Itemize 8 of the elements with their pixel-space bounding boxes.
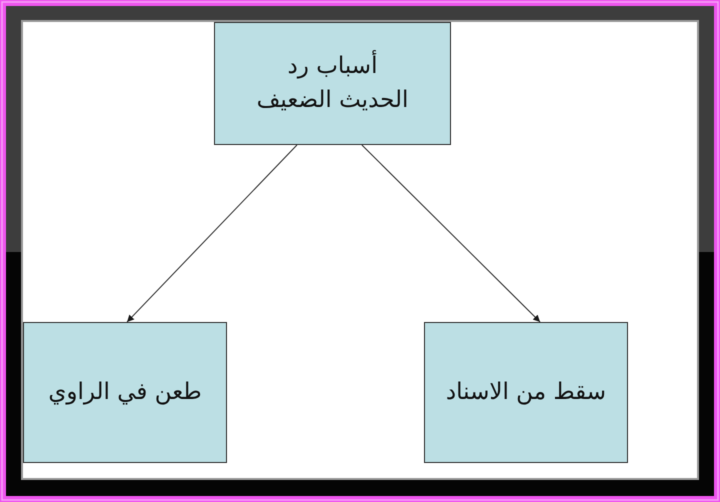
process-box — [424, 322, 628, 463]
box-label: طعن في الراوي — [48, 378, 202, 407]
box-label: سقط من الاسناد — [446, 378, 606, 407]
arrow — [126, 144, 298, 322]
box-label: أسباب رد الحديث الضعيف — [238, 50, 428, 117]
process-box — [214, 22, 451, 145]
arrow — [361, 144, 541, 322]
process-box — [23, 322, 227, 463]
